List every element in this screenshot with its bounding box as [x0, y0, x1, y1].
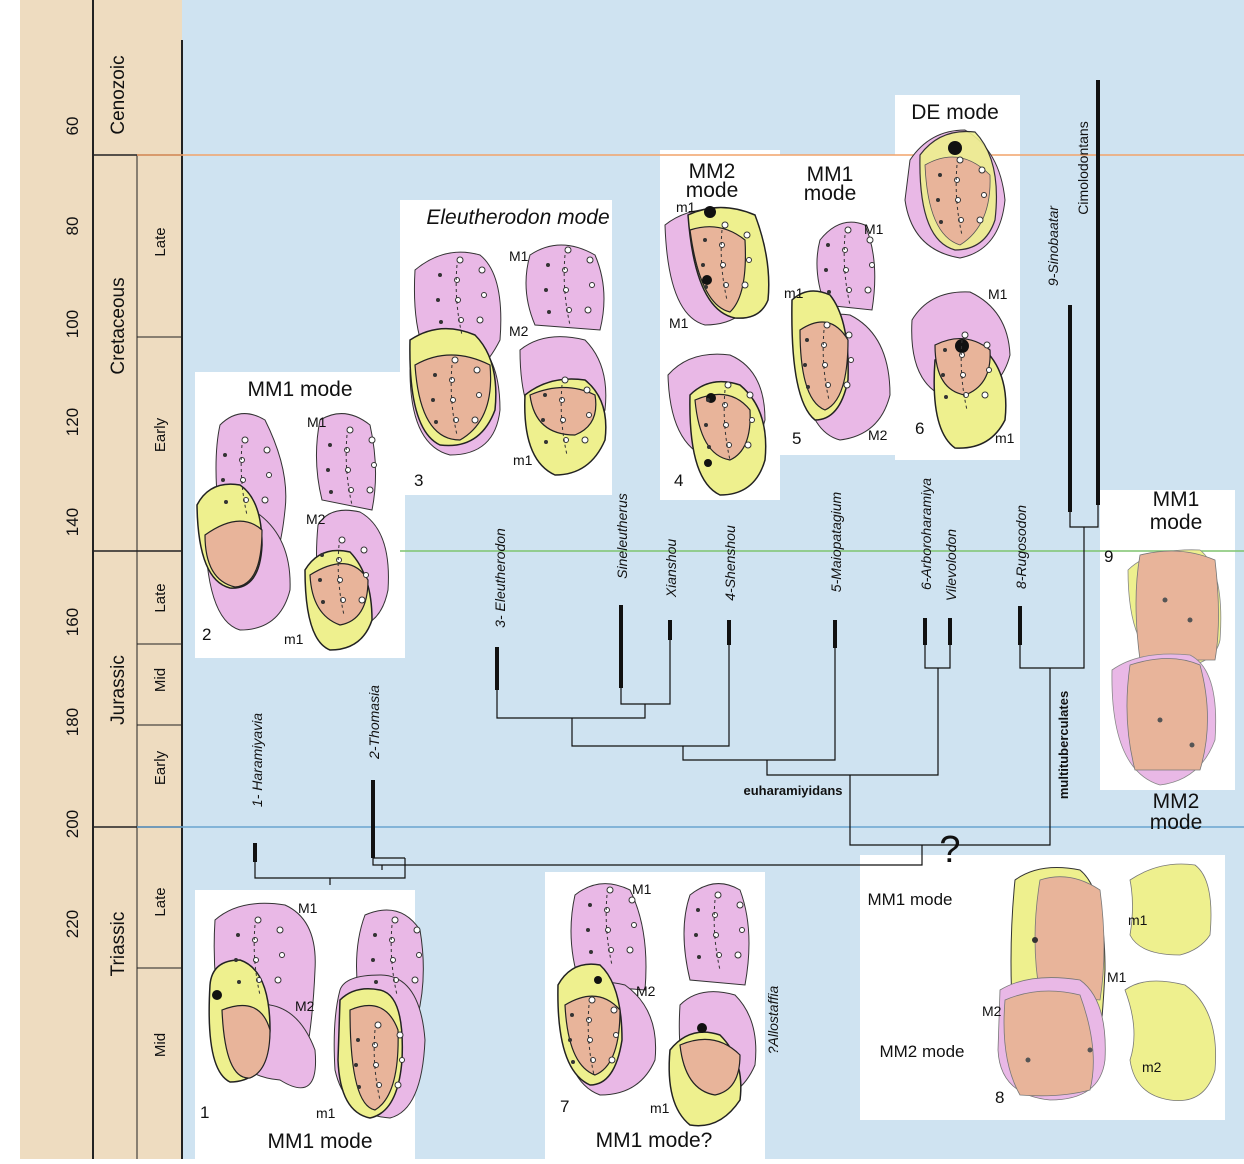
tooth-label-M1: M1 [307, 414, 327, 430]
panel-number-9: 9 [1104, 547, 1113, 566]
taxon-xianshou: Xianshou [663, 539, 679, 599]
taxon-thomasia: 2-Thomasia [366, 685, 382, 760]
panel-number-7: 7 [560, 1097, 569, 1116]
taxon-arboroharamiya: 6-Arboroharamiya [918, 478, 934, 590]
mode-label-1: MM1 mode [267, 1130, 372, 1153]
tooth-label-M1: M1 [669, 315, 689, 331]
panel-number-6: 6 [915, 419, 924, 438]
tooth-label-M2: M2 [636, 983, 656, 999]
taxon-sineleutherus: Sineleutherus [614, 493, 630, 579]
era-triassic: Triassic [108, 912, 129, 977]
epoch-mid-jurassic: Mid [152, 668, 169, 692]
panel-number-4: 4 [674, 471, 683, 490]
mode-label-9a: MM1 [1153, 488, 1200, 511]
taxon-shenshou: 4-Shenshou [722, 525, 738, 601]
era-cretaceous: Cretaceous [108, 277, 129, 374]
panel-number-5: 5 [792, 429, 801, 448]
taxon-maiopatagium: 5-Maiopatagium [828, 491, 844, 592]
mode-label-9b: mode [1150, 511, 1203, 534]
tooth-label-M1: M1 [1107, 969, 1127, 985]
taxon-eleutherodon: 3- Eleutherodon [492, 528, 508, 628]
taxon-allostaffia: ?Allostaffia [765, 986, 781, 1055]
tooth-label-M1: M1 [509, 248, 529, 264]
tooth-label-M2: M2 [509, 323, 529, 339]
age-60: 60 [63, 117, 82, 136]
tooth-label-M1: M1 [988, 286, 1008, 302]
age-160: 160 [63, 608, 82, 636]
mode-label-7: MM1 mode? [596, 1129, 713, 1152]
age-200: 200 [63, 810, 82, 838]
age-180: 180 [63, 708, 82, 736]
epoch-late-cretaceous: Late [152, 227, 169, 256]
epoch-mid-triassic: Mid [152, 1033, 169, 1057]
age-220: 220 [63, 910, 82, 938]
mode-label-9c: MM2 [1153, 790, 1200, 813]
tooth-label-M1: M1 [632, 881, 652, 897]
epoch-early-cretaceous: Early [152, 417, 169, 452]
tooth-label-M2: M2 [306, 511, 326, 527]
label-multituberculates: multituberculates [1056, 691, 1071, 799]
panel-number-8: 8 [995, 1088, 1004, 1107]
tooth-label-m2: m2 [1142, 1059, 1162, 1075]
tooth-label-m1: m1 [513, 452, 533, 468]
panel-number-1: 1 [200, 1103, 209, 1122]
era-cenozoic: Cenozoic [108, 55, 129, 134]
mode-label-8a: MM1 mode [867, 890, 952, 909]
taxon-rugosodon: 8-Rugosodon [1013, 505, 1029, 589]
tooth-label-M2: M2 [295, 998, 315, 1014]
tooth-label-m1: m1 [316, 1105, 336, 1121]
question-mark: ? [939, 829, 960, 871]
tooth-label-m1: m1 [1128, 912, 1148, 928]
epoch-late-triassic: Late [152, 887, 169, 916]
label-euharamiyidans: euharamiyidans [744, 783, 843, 798]
panel-number-3: 3 [414, 471, 423, 490]
tooth-label-m1: m1 [784, 285, 804, 301]
tooth-label-m1: m1 [995, 430, 1015, 446]
taxon-vilevolodon: Vilevolodon [943, 529, 959, 601]
tooth-label-m1: m1 [650, 1100, 670, 1116]
mode-label-3: Eleutherodon mode [426, 206, 609, 229]
mode-label-2: MM1 mode [247, 378, 352, 401]
tooth-label-M1: M1 [864, 221, 884, 237]
epoch-late-jurassic: Late [152, 583, 169, 612]
mode-label-5b: mode [804, 182, 857, 205]
panel-number-2: 2 [202, 625, 211, 644]
age-120: 120 [63, 408, 82, 436]
mode-label-6: DE mode [911, 101, 999, 124]
age-100: 100 [63, 310, 82, 338]
taxon-cimolodontans: Cimolodontans [1075, 121, 1091, 214]
taxon-haramiyavia: 1- Haramiyavia [249, 713, 265, 807]
age-80: 80 [63, 217, 82, 236]
mode-label-9d: mode [1150, 811, 1203, 834]
taxon-sinobaatar: 9-Sinobaatar [1045, 205, 1061, 287]
tooth-label-m1: m1 [676, 199, 696, 215]
mode-label-8b: MM2 mode [879, 1042, 964, 1061]
epoch-early-jurassic: Early [152, 750, 169, 785]
timescale-column [20, 0, 182, 1159]
era-jurassic: Jurassic [108, 655, 129, 725]
age-140: 140 [63, 508, 82, 536]
tooth-label-m1: m1 [284, 631, 304, 647]
tooth-label-M2: M2 [982, 1003, 1002, 1019]
tooth-label-M1: M1 [298, 900, 318, 916]
tooth-label-M2: M2 [868, 427, 888, 443]
